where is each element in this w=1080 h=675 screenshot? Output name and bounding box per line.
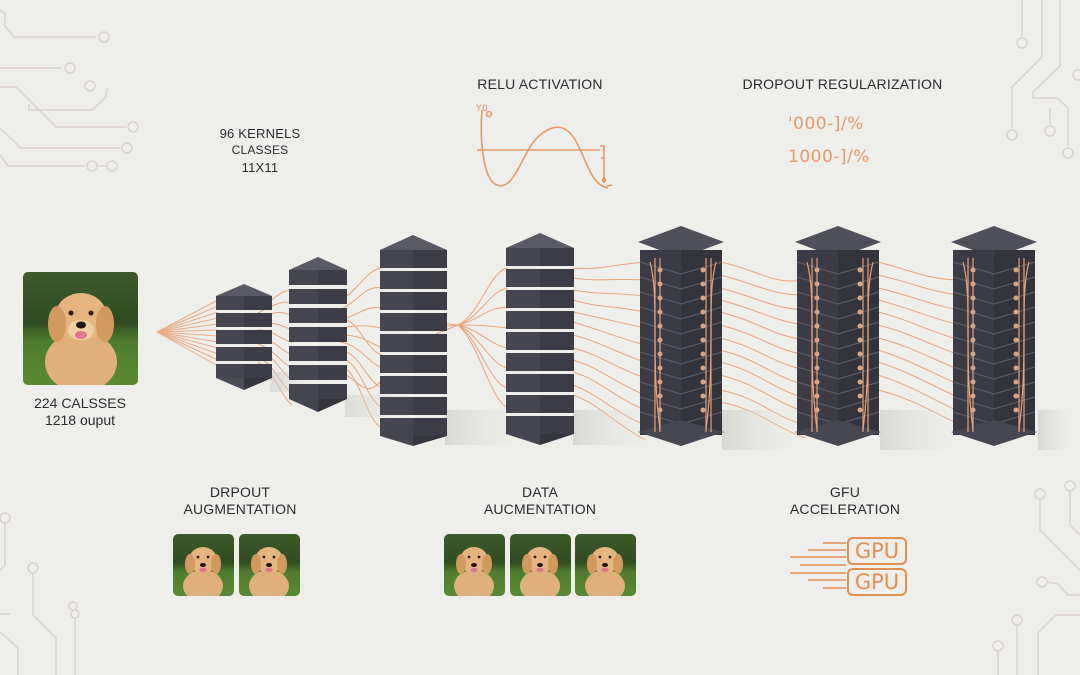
circuit-decoration-bottom-right <box>992 480 1080 675</box>
layer-block-fc1 <box>638 226 724 446</box>
gpu-acceleration-label: GFU ACCELERATION <box>770 484 920 518</box>
gpu-speed-lines-icon <box>790 542 846 589</box>
data-aug-line-2: AUCMENTATION <box>483 501 597 517</box>
dropout-aug-thumbnail-1 <box>173 534 234 596</box>
gpu-line-2: ACCELERATION <box>789 501 901 517</box>
connections-l6-l7 <box>877 261 961 426</box>
circuit-decoration-bottom-left <box>0 512 80 675</box>
dropout-regularization-title: DROPOUT REGULARIZATION <box>742 76 943 92</box>
dog-photo-icon <box>585 547 625 596</box>
dropout-aug-thumbnail-2 <box>239 534 300 596</box>
data-aug-thumbnail-1 <box>444 534 505 596</box>
dog-photo-icon <box>520 547 560 596</box>
gpu-box-2: GPU <box>847 568 907 596</box>
dog-photo-icon <box>183 547 223 596</box>
input-caption: 224 CALSSES 1218 ouput <box>20 395 140 429</box>
input-caption-line-2: 1218 ouput <box>44 412 116 428</box>
dropout-value-1: '000-]/% <box>788 114 864 134</box>
kernels-label: 96 KERNELS CLASSES 11X11 <box>200 125 320 176</box>
circuit-decoration-top-right <box>1006 0 1080 159</box>
relu-activation-graph <box>477 109 613 189</box>
data-aug-line-1: DATA <box>521 484 559 500</box>
layer-block-fc3 <box>951 226 1037 446</box>
input-caption-line-1: 224 CALSSES <box>34 395 126 411</box>
data-aug-thumbnail-2 <box>510 534 571 596</box>
connections-l5-l6 <box>719 261 806 439</box>
layer-block-conv2 <box>289 257 347 412</box>
kernels-line-3: 11X11 <box>241 160 279 175</box>
input-connections <box>156 299 219 367</box>
kernels-line-1: 96 KERNELS <box>219 126 301 141</box>
connections-l4-l5 <box>572 261 646 441</box>
circuit-decoration-top-left <box>0 9 139 172</box>
layer-block-conv1 <box>216 284 272 390</box>
gpu-line-1: GFU <box>829 484 861 500</box>
gpu-box-1: GPU <box>847 537 907 565</box>
layer-block-conv3 <box>380 235 447 446</box>
dog-photo-icon <box>454 547 494 596</box>
relu-activation-title: RELU ACTIVATION <box>477 76 603 92</box>
dropout-aug-line-2: AUGMENTATION <box>183 501 297 517</box>
dropout-augmentation-label: DRPOUT AUGMENTATION <box>165 484 315 518</box>
layer-block-conv4 <box>506 233 574 445</box>
dropout-aug-line-1: DRPOUT <box>209 484 271 500</box>
input-dog-image <box>23 272 138 385</box>
kernels-line-2: CLASSES <box>231 143 289 157</box>
data-augmentation-label: DATA AUCMENTATION <box>465 484 615 518</box>
data-aug-thumbnail-3 <box>575 534 636 596</box>
dog-photo-icon <box>249 547 289 596</box>
layer-block-fc2 <box>795 226 881 446</box>
dropout-value-2: 1000-]/% <box>788 147 870 167</box>
relu-axis-label: Y0 <box>476 104 489 114</box>
dog-photo-icon <box>45 293 117 385</box>
